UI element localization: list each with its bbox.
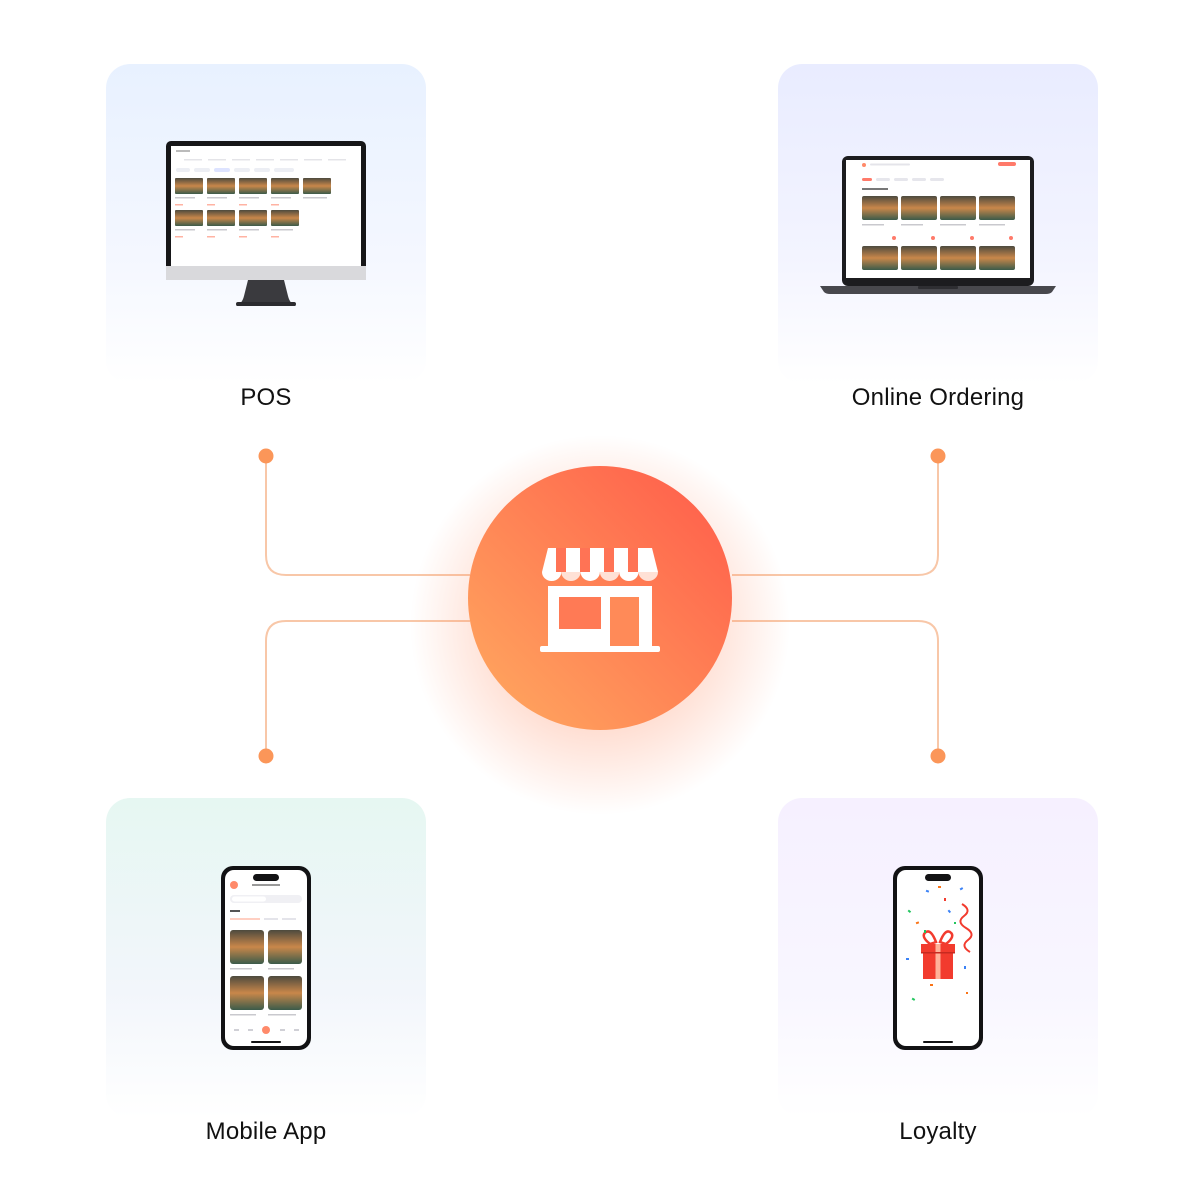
connector-dot-online (930, 448, 946, 464)
gift-icon (921, 930, 955, 979)
desktop-monitor-icon (166, 141, 366, 306)
storefront-icon (540, 548, 660, 652)
mobile-app-card[interactable] (106, 798, 426, 1118)
pos-label: POS (240, 384, 292, 411)
connector-dot-pos (258, 448, 274, 464)
online-ordering-card[interactable] (778, 64, 1098, 384)
connector-pos (265, 456, 470, 576)
loyalty-label: Loyalty (899, 1118, 977, 1145)
laptop-icon (820, 156, 1056, 294)
mobile-app-label: Mobile App (205, 1118, 327, 1145)
connector-dot-mobile (258, 748, 274, 764)
loyalty-card[interactable] (778, 798, 1098, 1118)
connector-mobile (265, 620, 470, 756)
connector-loyalty (732, 620, 939, 756)
connector-online (732, 456, 939, 576)
online-ordering-label: Online Ordering (851, 384, 1025, 411)
smartphone-icon (221, 866, 311, 1050)
streamer-icon (959, 903, 973, 953)
confetti-icon (906, 886, 968, 1001)
connector-dot-loyalty (930, 748, 946, 764)
smartphone-icon (893, 866, 983, 1050)
pos-card[interactable] (106, 64, 426, 384)
